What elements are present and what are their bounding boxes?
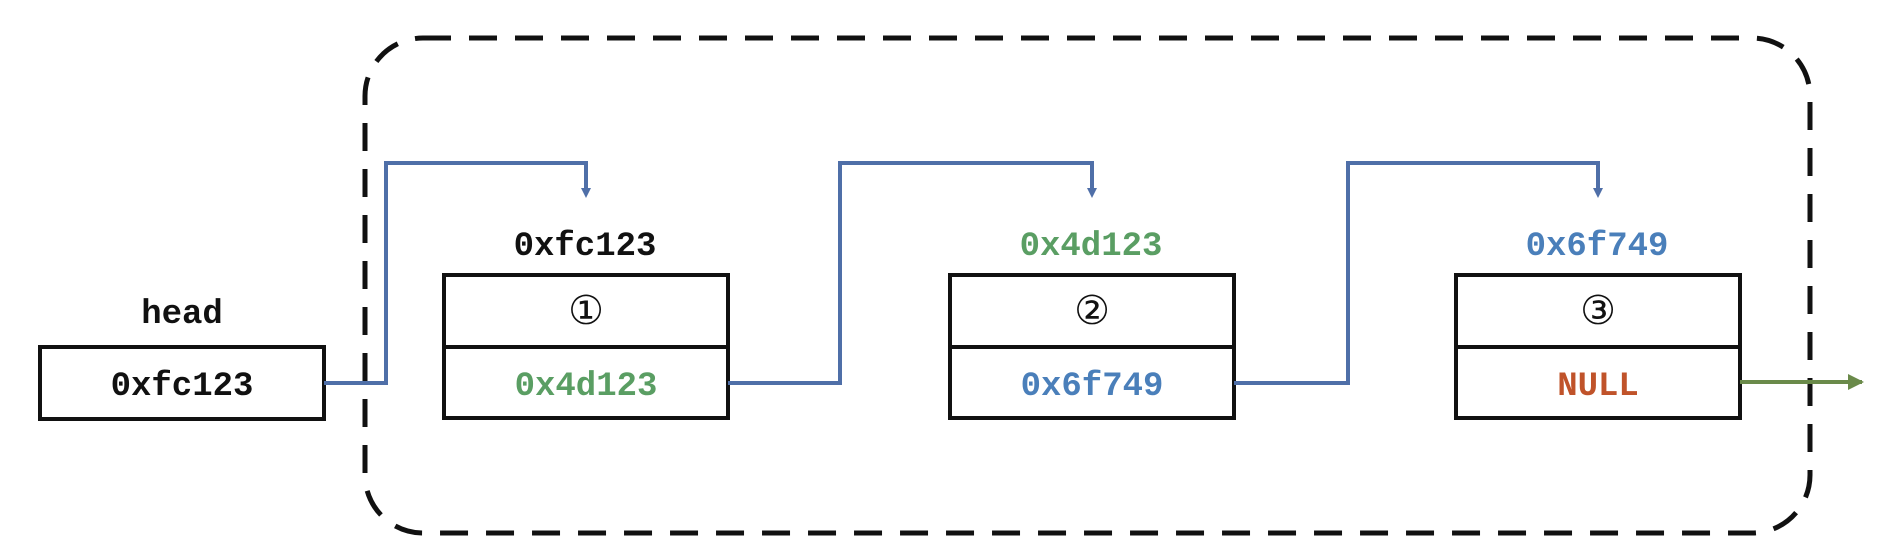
node-1-next: 0x4d123 bbox=[515, 368, 658, 406]
node-2-index: ② bbox=[1074, 288, 1110, 334]
node-3-address: 0x6f749 bbox=[1526, 228, 1669, 266]
head-label: head bbox=[141, 296, 223, 334]
node-2-address: 0x4d123 bbox=[1020, 228, 1163, 266]
arrow-node-2-to-node-3 bbox=[1234, 161, 1603, 385]
node-2-next: 0x6f749 bbox=[1021, 368, 1164, 406]
node-1-address: 0xfc123 bbox=[514, 228, 657, 266]
list-boundary bbox=[362, 35, 1813, 536]
arrow-head-to-node-1 bbox=[324, 161, 591, 385]
head-value: 0xfc123 bbox=[111, 368, 254, 406]
node-1-index: ① bbox=[568, 288, 604, 334]
node-3-next: NULL bbox=[1557, 368, 1639, 406]
node-3-index: ③ bbox=[1580, 288, 1616, 334]
arrow-node-1-to-node-2 bbox=[728, 161, 1097, 385]
